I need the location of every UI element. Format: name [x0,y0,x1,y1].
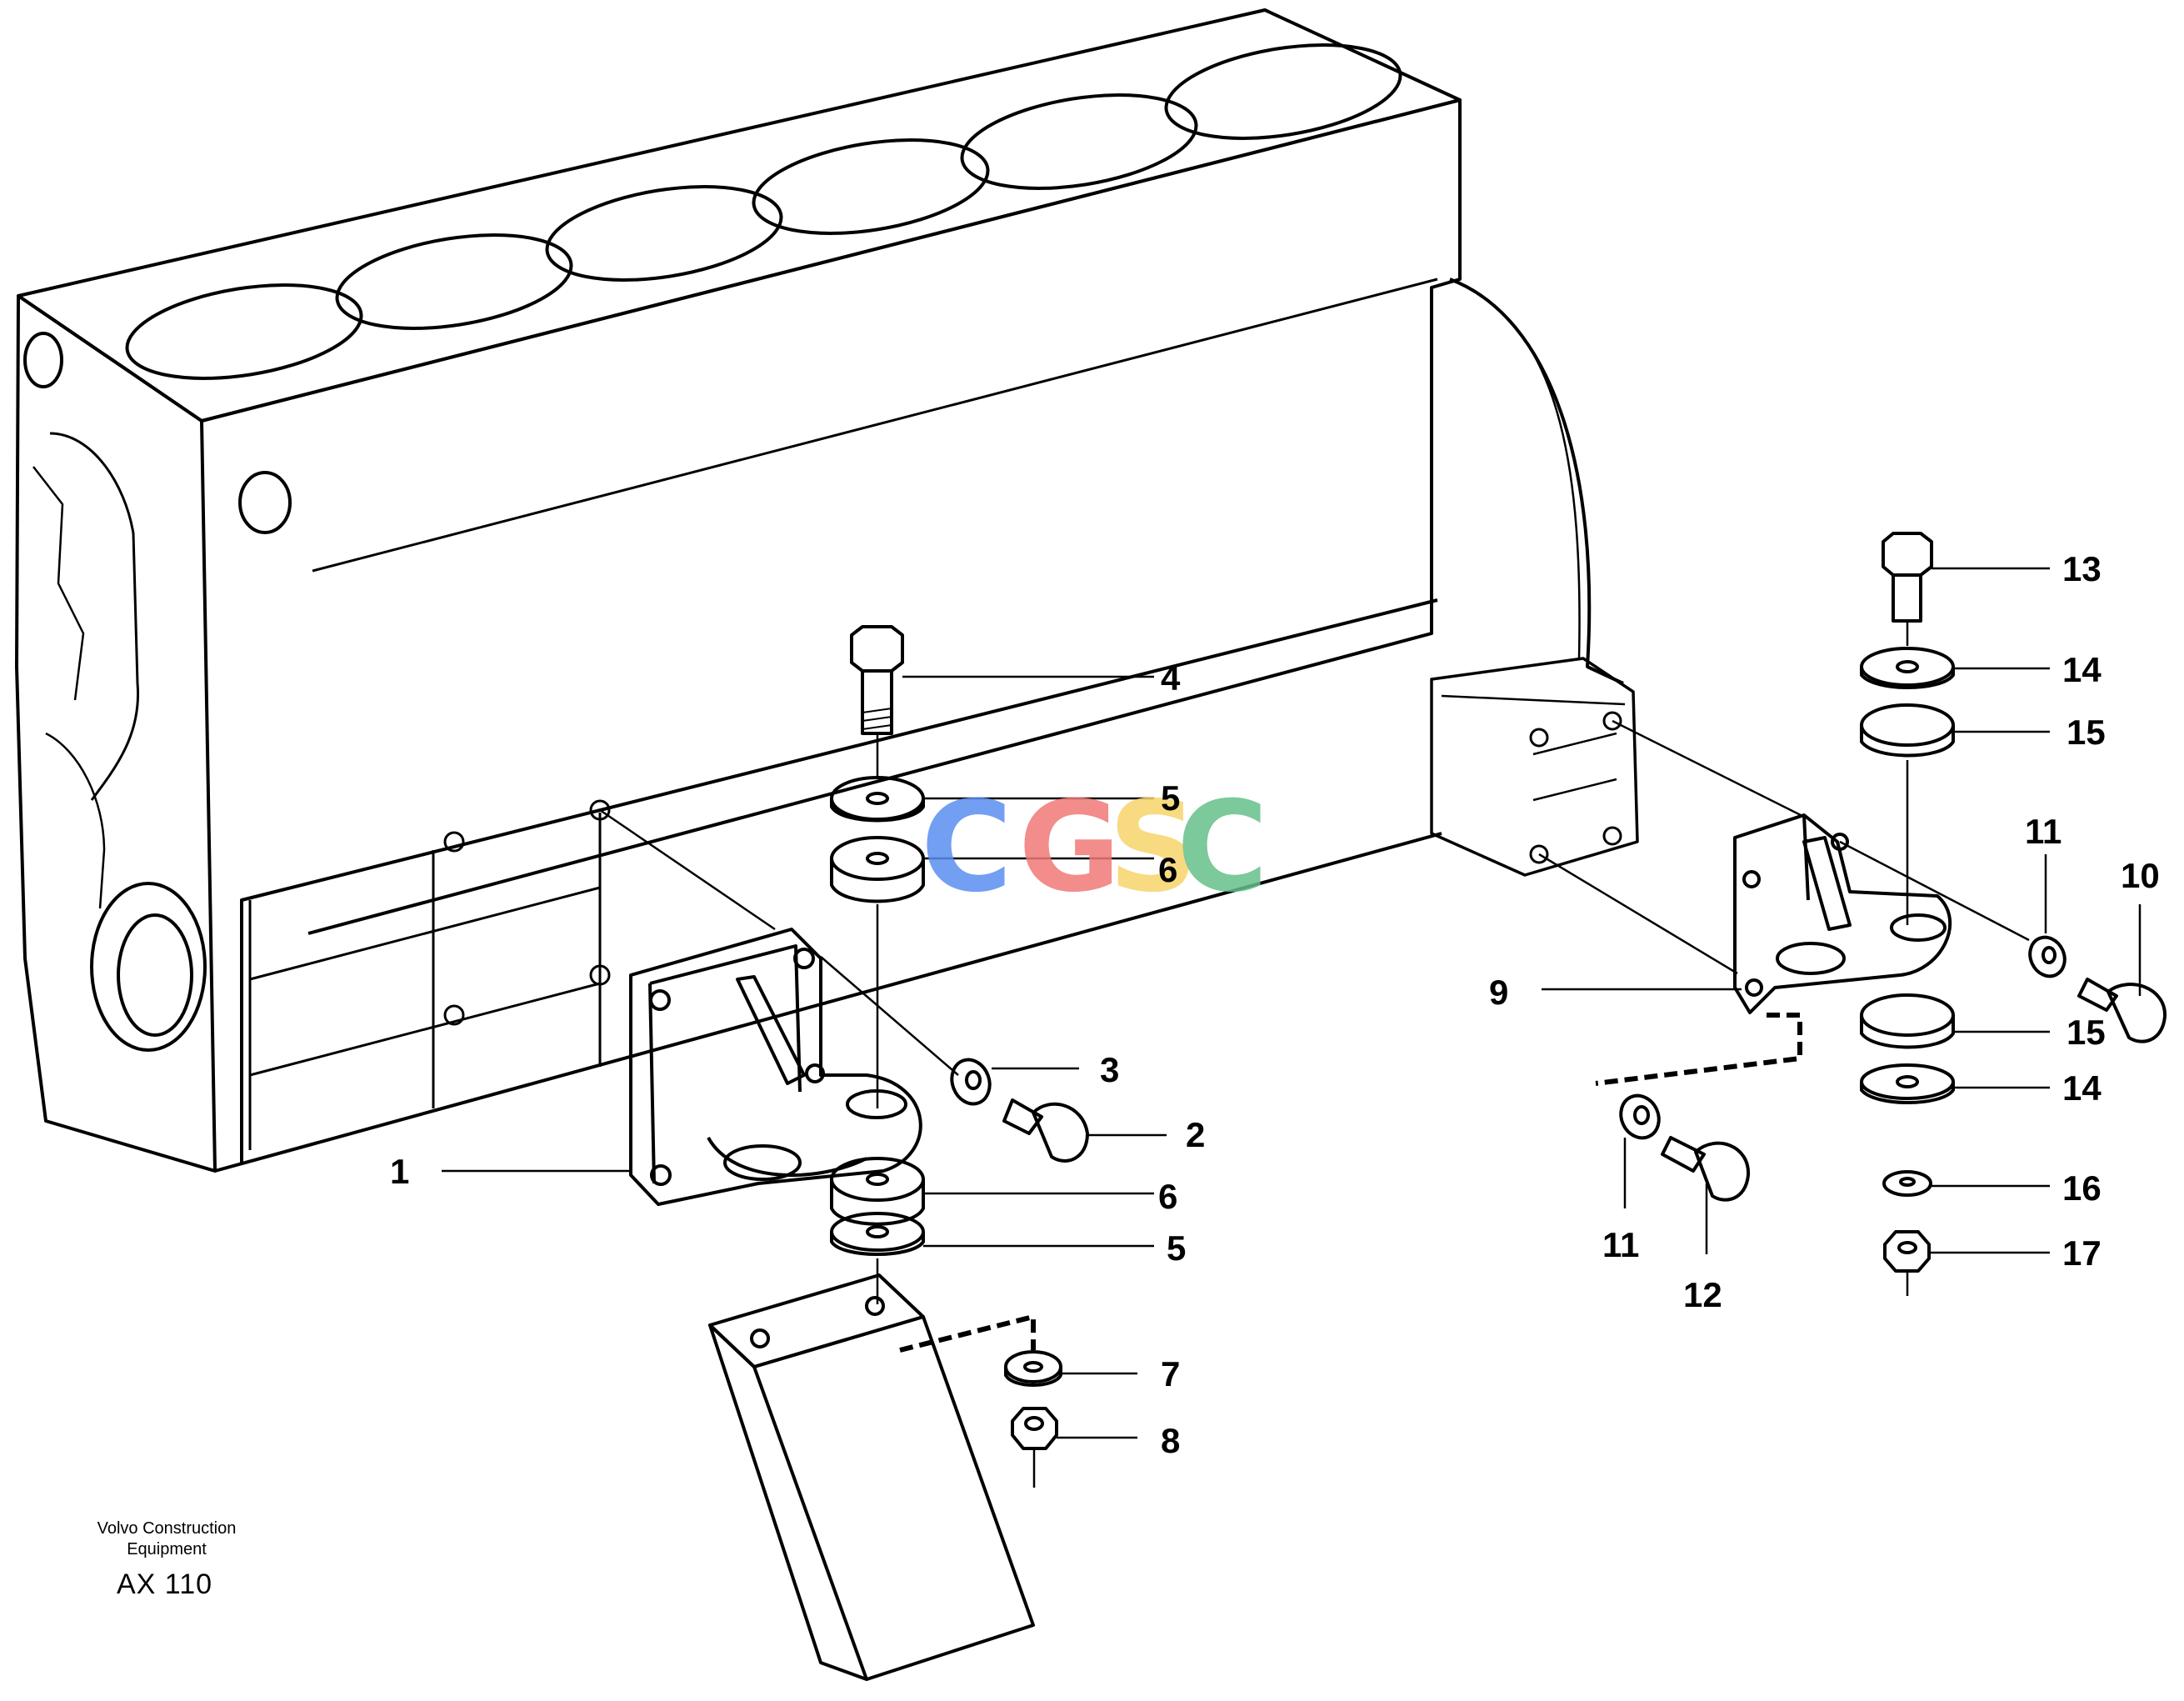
engine-block [15,8,1639,1173]
block-bolt-holes [443,711,1622,1026]
left-mount-bracket [629,928,922,1206]
callout-7: 7 [1161,1354,1180,1393]
callout-10: 10 [2121,856,2160,895]
callout-16: 16 [2062,1168,2102,1208]
leader-lines [442,567,2142,1439]
cylinder-bores [125,43,1402,380]
callout-6a: 6 [1158,850,1177,889]
callout-3: 3 [1100,1050,1119,1089]
caption-company-line1: Volvo Construction [97,1519,237,1538]
front-face-holes [23,332,292,1052]
callout-14b: 14 [2062,1068,2102,1108]
callout-13: 13 [2062,549,2102,588]
callout-17: 17 [2062,1233,2102,1273]
callout-11b: 11 [1602,1225,1639,1264]
lower-support [708,1273,1035,1681]
right-mount-bracket [1538,719,2030,1086]
watermark-logo: C G S C [921,775,1268,920]
callout-4: 4 [1161,658,1181,698]
callout-8: 8 [1161,1421,1180,1460]
callout-5a: 5 [1161,778,1180,818]
watermark-letter: G [1018,775,1121,920]
callout-2: 2 [1186,1115,1205,1154]
right-stack-hardware [1619,532,2167,1296]
callout-5b: 5 [1167,1228,1186,1268]
figure-code: AX 110 [117,1568,213,1600]
left-stack-hardware [599,625,1089,1488]
callout-15a: 15 [2067,713,2106,752]
callout-11a: 11 [2025,812,2062,851]
caption-company-line2: Equipment [127,1540,207,1558]
watermark-letter: C [1177,775,1268,920]
callout-9: 9 [1489,973,1508,1012]
watermark-letter: C [921,775,1012,920]
callout-14a: 14 [2062,650,2102,689]
watermark-letter: S [1108,775,1198,920]
callout-1: 1 [390,1152,409,1191]
callout-12: 12 [1683,1275,1722,1314]
callout-6b: 6 [1158,1177,1177,1216]
callout-labels: 1 2 3 4 5 6 6 5 7 8 9 10 11 11 12 13 14 … [390,549,2160,1460]
callout-15b: 15 [2067,1013,2106,1052]
